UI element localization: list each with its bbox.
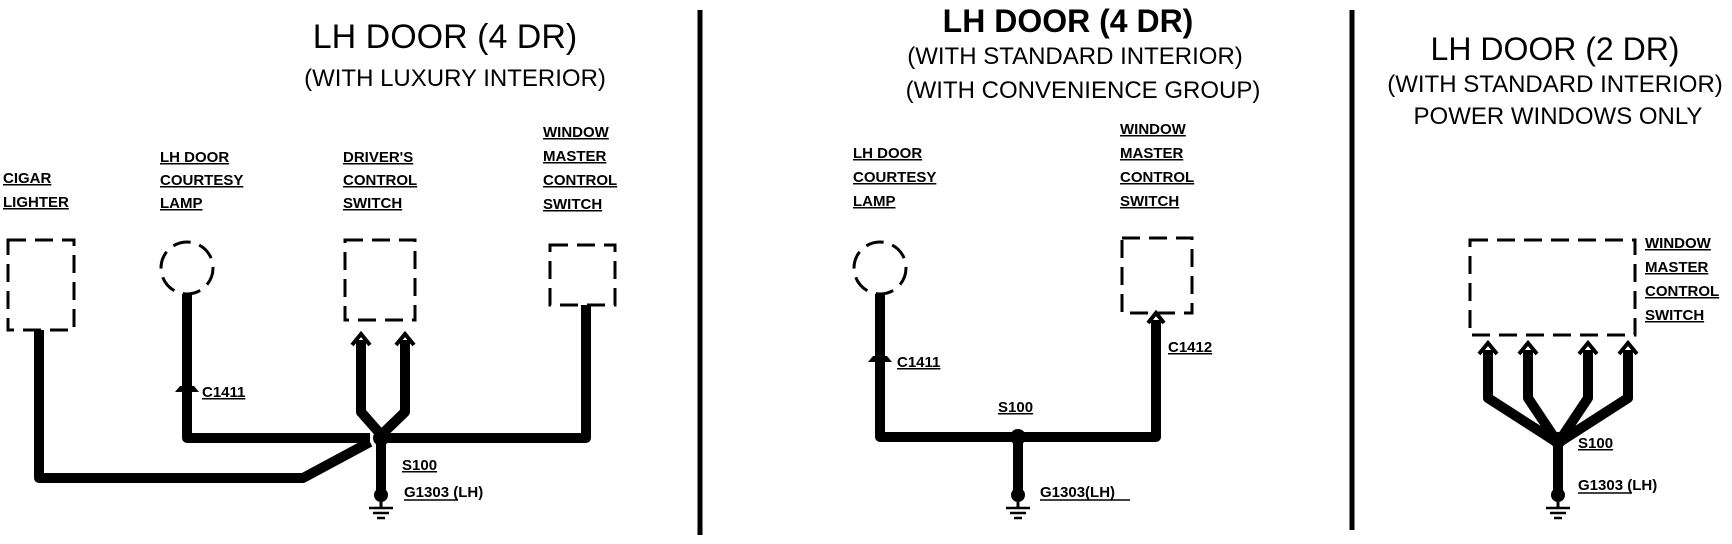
svg-text:CONTROL: CONTROL <box>1120 169 1194 186</box>
splice-dot-2 <box>1010 429 1026 445</box>
panel2-subtitle-2: (WITH CONVENIENCE GROUP) <box>906 77 1261 104</box>
c1411-connector-icon <box>175 386 199 392</box>
panel2-title: LH DOOR (4 DR) <box>943 3 1194 39</box>
pin-2-icon <box>1517 339 1539 356</box>
svg-text:CIGAR: CIGAR <box>3 170 52 187</box>
window-wire-1 <box>1483 350 1561 448</box>
window-wire-3 <box>1553 350 1593 446</box>
ground-node-2 <box>1011 488 1025 502</box>
drivers-switch-wire-b <box>374 340 410 442</box>
courtesy-lamp-wire <box>182 294 370 443</box>
svg-text:CONTROL: CONTROL <box>343 172 417 189</box>
ground-icon <box>369 506 393 520</box>
window-switch-box <box>548 243 617 307</box>
drivers-switch-wire-a <box>356 340 388 442</box>
window-master-switch-label: WINDOW MASTER CONTROL SWITCH <box>543 124 617 213</box>
panel3-subtitle-1: (WITH STANDARD INTERIOR) <box>1387 71 1723 98</box>
pin-1-icon <box>1477 339 1499 356</box>
panel-two-door: LH DOOR (2 DR) (WITH STANDARD INTERIOR) … <box>1387 31 1723 520</box>
svg-text:LH DOOR: LH DOOR <box>160 149 229 166</box>
svg-text:LH DOOR: LH DOOR <box>853 145 922 162</box>
drivers-control-switch-label: DRIVER'S CONTROL SWITCH <box>343 149 417 212</box>
splice-dot <box>373 430 389 446</box>
svg-text:WINDOW: WINDOW <box>543 124 610 141</box>
svg-text:WINDOW: WINDOW <box>1120 121 1187 138</box>
cigar-lighter-label: CIGAR LIGHTER <box>3 170 69 211</box>
drivers-switch-pin-a <box>350 330 372 347</box>
panel-standard-convenience: LH DOOR (4 DR) (WITH STANDARD INTERIOR) … <box>852 3 1261 520</box>
panel3-title: LH DOOR (2 DR) <box>1431 31 1680 67</box>
c1411-connector-icon-2 <box>868 356 892 362</box>
courtesy-lamp-label: LH DOOR COURTESY LAMP <box>160 149 243 212</box>
c1412-connector-icon <box>1146 309 1166 325</box>
c1412-label: C1412 <box>1168 339 1212 356</box>
courtesy-lamp-bulb <box>159 240 215 296</box>
svg-text:LAMP: LAMP <box>853 193 896 210</box>
panel1-subtitle: (WITH LUXURY INTERIOR) <box>304 65 606 92</box>
window-switch-box-3 <box>1468 238 1637 337</box>
c1411-label: C1411 <box>202 384 245 401</box>
s100-label-3: S100 <box>1578 435 1613 452</box>
svg-text:COURTESY: COURTESY <box>160 172 243 189</box>
svg-text:WINDOW: WINDOW <box>1645 235 1712 252</box>
drivers-switch-box <box>343 238 417 322</box>
splice-dot-3 <box>1550 432 1566 448</box>
g1303-label-3: G1303 (LH) <box>1578 477 1657 494</box>
svg-text:CONTROL: CONTROL <box>543 172 617 189</box>
svg-text:MASTER: MASTER <box>1120 145 1184 162</box>
courtesy-lamp-label-2: LH DOOR COURTESY LAMP <box>853 145 936 210</box>
s100-label: S100 <box>402 457 437 474</box>
svg-text:MASTER: MASTER <box>543 148 607 165</box>
svg-text:MASTER: MASTER <box>1645 259 1709 276</box>
pin-4-icon <box>1617 339 1639 356</box>
svg-text:LAMP: LAMP <box>160 195 203 212</box>
ground-node <box>374 488 388 502</box>
window-switch-box-2 <box>1120 236 1194 315</box>
window-wire-2 <box>1523 350 1563 446</box>
ground-icon-3 <box>1546 506 1570 520</box>
ground-node-3 <box>1551 488 1565 502</box>
g1303-label-2: G1303(LH) <box>1040 484 1115 501</box>
svg-text:DRIVER'S: DRIVER'S <box>343 149 413 166</box>
cigar-lighter-wire <box>34 330 373 483</box>
drivers-switch-pin-b <box>394 330 416 347</box>
svg-text:SWITCH: SWITCH <box>343 195 402 212</box>
g1303-label: G1303 (LH) <box>404 484 483 501</box>
s100-label-2: S100 <box>998 399 1033 416</box>
panel2-subtitle-1: (WITH STANDARD INTERIOR) <box>907 43 1243 70</box>
svg-text:CONTROL: CONTROL <box>1645 283 1719 300</box>
panel3-subtitle-2: POWER WINDOWS ONLY <box>1414 103 1703 130</box>
window-master-switch-label-2: WINDOW MASTER CONTROL SWITCH <box>1120 121 1194 210</box>
svg-text:SWITCH: SWITCH <box>1120 193 1179 210</box>
svg-text:SWITCH: SWITCH <box>543 196 602 213</box>
svg-text:SWITCH: SWITCH <box>1645 307 1704 324</box>
ground-icon-2 <box>1006 506 1030 520</box>
window-wire-4 <box>1555 350 1633 448</box>
panel-luxury-interior: LH DOOR (4 DR) (WITH LUXURY INTERIOR) CI… <box>3 18 617 520</box>
courtesy-lamp-bulb-2 <box>852 240 908 296</box>
window-switch-wire <box>378 305 591 443</box>
panel1-title: LH DOOR (4 DR) <box>313 18 577 56</box>
svg-text:COURTESY: COURTESY <box>853 169 936 186</box>
window-master-switch-label-3: WINDOW MASTER CONTROL SWITCH <box>1645 235 1719 324</box>
pin-3-icon <box>1577 339 1599 356</box>
c1411-label-2: C1411 <box>897 354 940 371</box>
svg-text:LIGHTER: LIGHTER <box>3 194 69 211</box>
cigar-lighter-box <box>6 238 76 332</box>
